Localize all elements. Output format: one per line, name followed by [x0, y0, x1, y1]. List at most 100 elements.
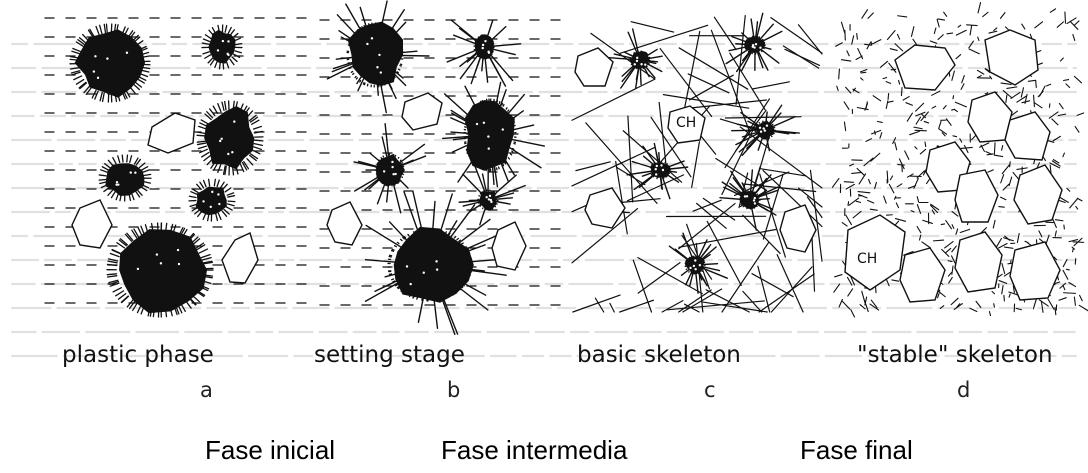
- grain-speck: [392, 173, 394, 175]
- fine-fiber-stroke: [847, 51, 849, 56]
- grain-speck: [766, 124, 768, 126]
- fine-fiber-stroke: [958, 25, 961, 27]
- fine-fiber-stroke: [994, 155, 1003, 157]
- hydrate-fringe-line: [112, 250, 120, 254]
- fine-fiber-stroke: [976, 301, 981, 307]
- grain-speck: [755, 43, 757, 45]
- cement-grain: [464, 99, 516, 171]
- fine-fiber-stroke: [986, 152, 992, 155]
- hydrate-fringe-line: [512, 118, 513, 119]
- fine-fiber-stroke: [944, 12, 947, 16]
- hydrate-fringe-line: [122, 155, 123, 162]
- fine-fiber-stroke: [956, 55, 961, 59]
- grain-speck: [226, 53, 228, 55]
- hydrate-fringe-line: [363, 83, 364, 84]
- fine-fiber-stroke: [1079, 305, 1088, 311]
- grain-speck: [217, 193, 219, 195]
- ch-crystal: [955, 170, 998, 222]
- grain-speck: [218, 203, 220, 205]
- hydrate-fringe-line: [71, 57, 80, 58]
- fine-fiber-stroke: [943, 106, 946, 109]
- fine-fiber-stroke: [953, 136, 957, 137]
- ch-crystal-label: CH: [676, 115, 696, 131]
- hydrate-fringe-line: [203, 39, 209, 41]
- hydrate-fringe-line: [352, 36, 353, 37]
- fine-fiber-stroke: [865, 44, 871, 45]
- grain-speck: [219, 140, 221, 142]
- hydrate-fringe-line: [199, 249, 207, 253]
- fine-fiber-stroke: [897, 34, 899, 39]
- hydrate-fringe-line: [441, 230, 442, 232]
- hydrate-fringe-line: [415, 231, 416, 233]
- fine-fiber-stroke: [1001, 175, 1004, 183]
- hydrate-fringe-line: [410, 295, 411, 297]
- hydrate-fringe-line: [465, 248, 467, 249]
- grain-speck: [482, 44, 484, 46]
- hydrate-fringe-line: [100, 92, 102, 100]
- fine-fiber-stroke: [952, 225, 954, 229]
- grain-speck: [753, 199, 755, 201]
- hydrate-fringe-line: [118, 156, 120, 163]
- hydrate-fringe-line: [215, 61, 217, 67]
- fine-fiber-stroke: [1036, 81, 1037, 88]
- fine-fiber-stroke: [914, 178, 918, 188]
- hydrate-fringe-line: [468, 153, 469, 154]
- fine-fiber-stroke: [946, 248, 951, 252]
- hydrate-fringe-line: [144, 182, 151, 184]
- hydrate-fringe-line: [466, 149, 467, 150]
- fine-fiber-stroke: [1063, 259, 1067, 266]
- grain-speck: [435, 260, 437, 262]
- hydrate-fringe-line: [440, 298, 441, 300]
- fine-fiber-stroke: [947, 33, 953, 34]
- hydrate-fringe-line: [204, 180, 207, 186]
- fine-fiber-stroke: [1060, 58, 1063, 61]
- hydrate-fringe-line: [230, 30, 234, 35]
- hydrate-fringe-line: [356, 78, 357, 79]
- fine-fiber-stroke: [1059, 103, 1063, 108]
- fine-fiber-stroke: [933, 240, 943, 241]
- cement-grain-body: [465, 100, 515, 171]
- fine-fiber-stroke: [998, 274, 1002, 277]
- hydrate-fringe-line: [199, 126, 207, 129]
- fine-fiber-stroke: [857, 34, 858, 40]
- fine-fiber-stroke: [949, 277, 953, 283]
- hydrate-fringe-line: [190, 204, 197, 206]
- grain-speck: [394, 173, 396, 175]
- grain-speck: [760, 131, 762, 133]
- grain-speck: [97, 77, 99, 79]
- hydrate-fringe-line: [226, 61, 228, 67]
- fine-fiber-stroke: [1034, 103, 1042, 108]
- fine-fiber-stroke: [859, 174, 866, 184]
- fine-fiber-stroke: [1074, 21, 1079, 26]
- fine-fiber-stroke: [839, 69, 840, 79]
- fine-fiber-stroke: [868, 13, 873, 18]
- cement-grain: [376, 154, 405, 186]
- hydrate-fringe-line: [395, 246, 397, 247]
- hydrate-fringe-line: [400, 180, 401, 181]
- grain-speck: [106, 57, 108, 59]
- fine-fiber-stroke: [938, 35, 943, 40]
- fine-fiber-stroke: [1074, 297, 1075, 305]
- grain-speck: [227, 153, 229, 155]
- fine-fiber-stroke: [993, 220, 995, 228]
- fine-fiber-stroke: [1000, 13, 1005, 19]
- hydrate-fringe-line: [360, 28, 361, 29]
- hydrate-fringe-line: [108, 261, 117, 263]
- cement-grain: [478, 190, 498, 211]
- ch-crystal: [1010, 242, 1060, 300]
- caption-final-phase: Fase final: [800, 435, 913, 466]
- hydrate-fringe-line: [189, 196, 196, 197]
- hydrate-fringe-line: [200, 182, 204, 188]
- hydrate-fringe-line: [103, 93, 105, 101]
- panel-letter-a: a: [200, 378, 213, 402]
- grain-speck: [694, 268, 696, 270]
- fine-fiber-stroke: [1073, 242, 1084, 243]
- hydrate-fringe-line: [142, 167, 148, 170]
- fine-fiber-stroke: [844, 122, 845, 131]
- ch-crystal: [575, 48, 613, 86]
- fine-fiber-stroke: [832, 178, 839, 187]
- fine-fiber-stroke: [1025, 241, 1028, 242]
- csh-fiber: [785, 49, 820, 65]
- grain-speck: [371, 37, 373, 39]
- fine-fiber-stroke: [878, 121, 883, 122]
